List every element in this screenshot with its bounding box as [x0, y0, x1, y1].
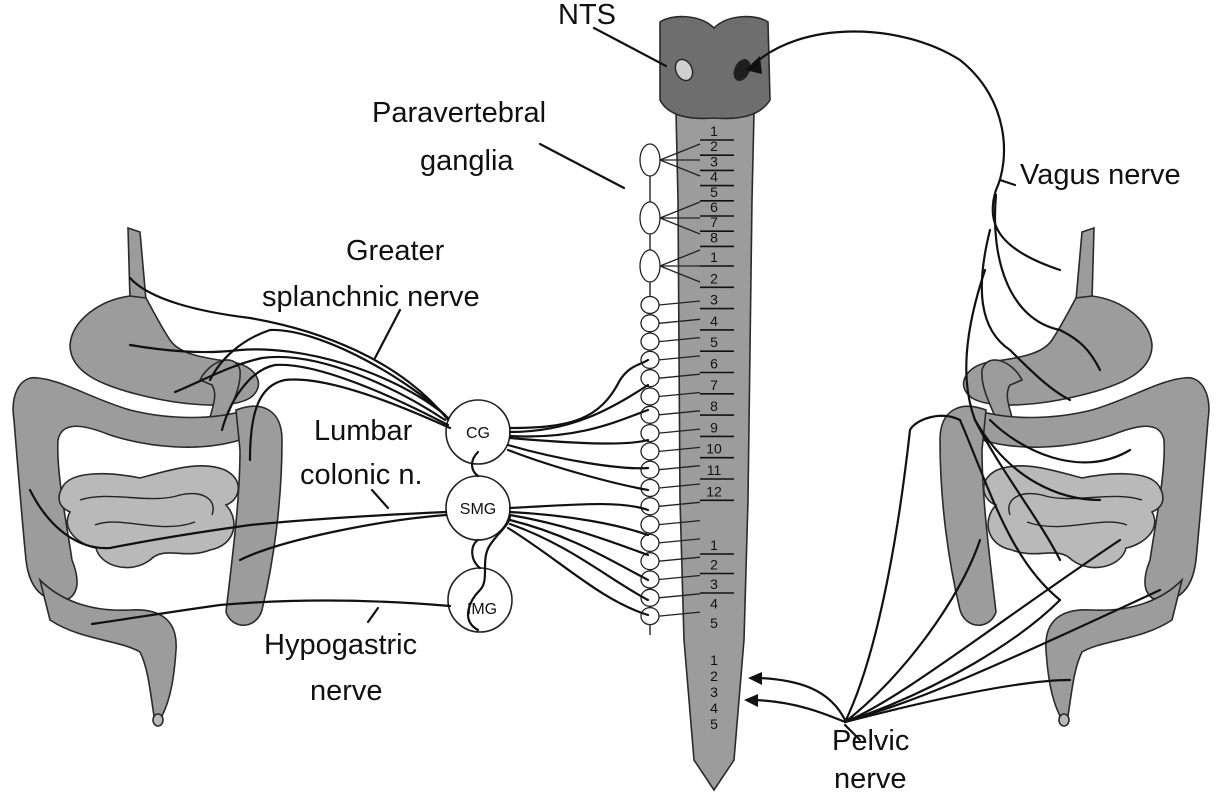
paravertebral-ganglion	[640, 202, 660, 234]
segment-thoracic_lower-3: 3	[710, 292, 718, 308]
segment-thoracic_lower-5: 5	[710, 334, 718, 350]
segment-thoracic_upper-7: 7	[710, 214, 718, 230]
nts-leader	[594, 28, 666, 66]
paravertebral-ganglion	[641, 498, 659, 515]
smg-label: SMG	[460, 501, 496, 518]
paravertebral-ganglion	[641, 388, 659, 405]
segment-sacral-3: 3	[710, 684, 718, 700]
segment-thoracic_lower-8: 8	[710, 398, 718, 414]
segment-thoracic_lower-7: 7	[710, 377, 718, 393]
greater-splanchnic-leader	[375, 310, 400, 358]
paravertebral-ganglion	[640, 144, 660, 176]
segment-thoracic_upper-4: 4	[710, 169, 718, 185]
segment-thoracic_lower-4: 4	[710, 313, 718, 329]
paravertebral-ganglion	[641, 351, 659, 368]
segment-lumbar-1: 1	[710, 537, 718, 553]
label-greater-2: splanchnic nerve	[262, 281, 480, 313]
segment-thoracic_lower-9: 9	[710, 419, 718, 435]
segment-sacral-4: 4	[710, 700, 718, 716]
segment-thoracic_lower-1: 1	[710, 249, 718, 265]
left-gut	[13, 228, 282, 726]
paravertebral-ganglion	[641, 315, 659, 332]
left-small-intestine	[59, 466, 238, 568]
label-nts: NTS	[558, 0, 616, 31]
paravertebral-ganglion	[641, 553, 659, 570]
segment-sacral-5: 5	[710, 716, 718, 732]
segment-thoracic_upper-5: 5	[710, 184, 718, 200]
paravertebral-ganglion	[641, 534, 659, 551]
paravertebral-leader	[540, 144, 624, 188]
left-rectum	[40, 580, 176, 716]
label-paravertebral-1: Paravertebral	[372, 97, 546, 129]
segment-thoracic_lower-2: 2	[710, 270, 718, 286]
segment-lumbar-3: 3	[710, 576, 718, 592]
paravertebral-ganglion	[641, 480, 659, 497]
label-hypogastric-1: Hypogastric	[264, 629, 417, 661]
label-hypogastric-2: nerve	[310, 675, 383, 707]
segment-lumbar-4: 4	[710, 596, 718, 612]
paravertebral-ganglion	[641, 425, 659, 442]
paravertebral-ganglion	[641, 443, 659, 460]
img-ganglion	[448, 568, 512, 632]
segment-thoracic_lower-10: 10	[706, 441, 722, 457]
label-lumbar-1: Lumbar	[314, 415, 413, 447]
vagus-leader	[1000, 180, 1015, 185]
label-vagus: Vagus nerve	[1020, 159, 1181, 191]
segment-thoracic_lower-12: 12	[706, 483, 722, 499]
hypogastric-leader	[368, 608, 378, 622]
lumbar-colonic-leader	[372, 490, 388, 508]
paravertebral-ganglion	[641, 461, 659, 478]
paravertebral-ganglion	[641, 406, 659, 423]
paravertebral-ganglion	[641, 297, 659, 314]
segment-thoracic_lower-6: 6	[710, 356, 718, 372]
segment-thoracic_upper-6: 6	[710, 199, 718, 215]
paravertebral-ganglion	[641, 608, 659, 625]
segment-thoracic_upper-3: 3	[710, 153, 718, 169]
label-lumbar-2: colonic n.	[300, 459, 423, 491]
cg-label: CG	[466, 425, 490, 442]
segment-lumbar-2: 2	[710, 557, 718, 573]
paravertebral-ganglion	[640, 250, 660, 282]
segment-thoracic_lower-11: 11	[707, 462, 722, 478]
vagus-nerve	[752, 31, 1060, 270]
paravertebral-ganglion	[641, 370, 659, 387]
segment-thoracic_upper-2: 2	[710, 138, 718, 154]
paravertebral-ganglion	[641, 333, 659, 350]
paravertebral-ganglion	[641, 571, 659, 588]
label-pelvic-1: Pelvic	[832, 725, 909, 757]
label-greater-1: Greater	[346, 235, 445, 267]
paravertebral-ganglion	[641, 516, 659, 533]
segment-sacral-2: 2	[710, 668, 718, 684]
right-gut	[940, 228, 1209, 726]
prevertebral-ganglia: CG SMG IMG	[446, 400, 512, 632]
label-paravertebral-2: ganglia	[420, 145, 514, 177]
segment-thoracic_upper-8: 8	[710, 229, 718, 245]
segment-thoracic_upper-1: 1	[710, 123, 718, 139]
segment-sacral-1: 1	[710, 652, 718, 668]
label-pelvic-2: nerve	[834, 763, 907, 793]
segment-lumbar-5: 5	[710, 615, 718, 631]
